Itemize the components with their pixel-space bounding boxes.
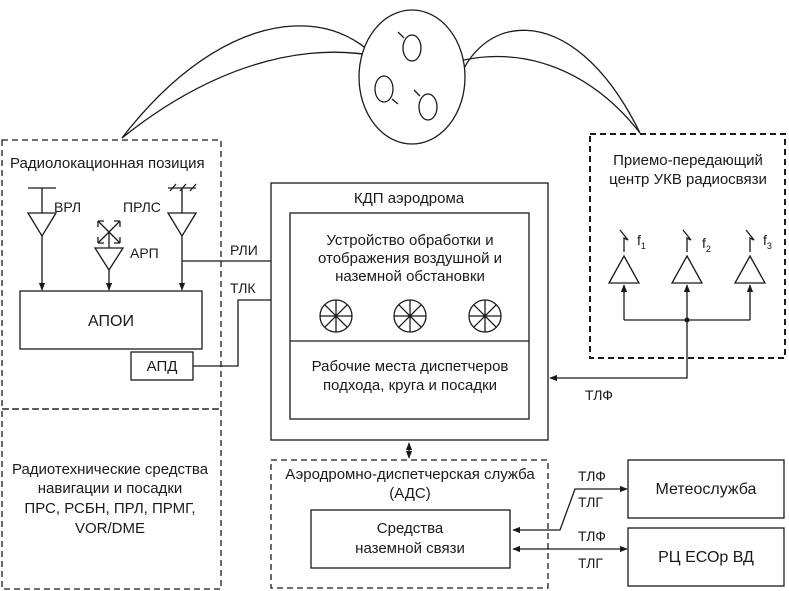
aircraft-icon xyxy=(374,75,399,105)
transmitter-antenna-icon xyxy=(607,229,641,284)
processing-line3: наземной обстановки xyxy=(335,268,485,285)
navaids-line4: VOR/DME xyxy=(75,520,145,537)
navaids-line2: навигации и посадки xyxy=(38,480,183,497)
radar-coverage-arc xyxy=(121,25,401,139)
tlf-rc-label: ТЛФ xyxy=(578,528,606,544)
radio-coverage-arc xyxy=(454,29,641,134)
radar-position: Радиолокационная позиция ВРЛ ПРЛС АРП xyxy=(1,139,222,410)
navaids-line1: Радиотехнические средства xyxy=(12,461,209,478)
apd-box xyxy=(130,351,194,381)
kdp-title: КДП аэродрома xyxy=(354,190,465,207)
vrl-antenna-icon xyxy=(26,187,58,238)
transmitter-antenna-icon xyxy=(670,229,704,284)
radar-display-icon xyxy=(319,299,353,333)
tlk-link-arrow xyxy=(193,296,290,367)
apoi-label: АПОИ xyxy=(88,313,134,330)
meteo-label: Метеослужба xyxy=(656,481,757,498)
aircraft-icon xyxy=(397,31,422,62)
kdp-aerodrome: КДП аэродрома Устройство обработки и ото… xyxy=(270,182,549,441)
navaids: Радиотехнические средства навигации и по… xyxy=(1,408,222,590)
ads-title-line1: Аэродромно-диспетчерская служба xyxy=(285,466,535,483)
workplaces-line1: Рабочие места диспетчеров xyxy=(312,358,509,375)
airspace xyxy=(121,9,641,145)
ground-comm-line1: Средства xyxy=(377,520,444,537)
rc-label: РЦ ЕСОр ВД xyxy=(658,549,754,566)
prls-antenna-icon xyxy=(166,183,198,238)
prls-label: ПРЛС xyxy=(123,199,161,215)
radio-center-title-line2: центр УКВ радиосвязи xyxy=(609,171,767,188)
apd-label: АПД xyxy=(147,358,178,375)
workplaces-line2: подхода, круга и посадки xyxy=(323,377,497,394)
radio-center-title-line1: Приемо-передающий xyxy=(613,152,763,169)
tlf-meteo-label: ТЛФ xyxy=(578,468,606,484)
meteo-box xyxy=(627,459,785,519)
ground-comm-box xyxy=(310,509,511,569)
tlf-radio-label: ТЛФ xyxy=(585,387,613,403)
aircraft-icon xyxy=(413,89,438,121)
arp-label: АРП xyxy=(130,245,159,261)
radar-display-icon xyxy=(468,299,502,333)
rli-label: РЛИ xyxy=(230,242,258,258)
navaids-frame xyxy=(1,408,222,590)
radio-center-frame xyxy=(589,133,786,359)
tlg-meteo-label: ТЛГ xyxy=(578,494,603,510)
rc-box xyxy=(627,527,785,587)
apoi-box xyxy=(19,290,203,350)
arp-antenna-icon xyxy=(93,220,125,272)
vrl-label: ВРЛ xyxy=(54,199,81,215)
ground-comm-line2: наземной связи xyxy=(355,540,465,557)
f3-label: f3 xyxy=(763,232,772,251)
transmitter-antenna-icon xyxy=(733,229,767,284)
airspace-ellipse xyxy=(358,9,466,145)
radar-position-frame xyxy=(1,139,222,410)
processing-line1: Устройство обработки и xyxy=(326,232,493,249)
processing-line2: отображения воздушной и xyxy=(318,250,502,267)
radar-display-icon xyxy=(393,299,427,333)
ads-title-line2: (АДС) xyxy=(389,485,430,502)
meteo-link-arrow xyxy=(512,485,628,534)
tlk-label: ТЛК xyxy=(230,280,256,296)
tlf-radio-link-arrow xyxy=(549,320,688,382)
f1-label: f1 xyxy=(637,232,646,251)
radar-position-title: Радиолокационная позиция xyxy=(10,155,205,172)
navaids-line3: ПРС, РСБН, ПРЛ, ПРМГ, xyxy=(24,500,195,517)
f2-label: f2 xyxy=(702,235,711,254)
tlg-rc-label: ТЛГ xyxy=(578,555,603,571)
ads: Аэродромно-диспетчерская служба (АДС) Ср… xyxy=(270,459,549,589)
